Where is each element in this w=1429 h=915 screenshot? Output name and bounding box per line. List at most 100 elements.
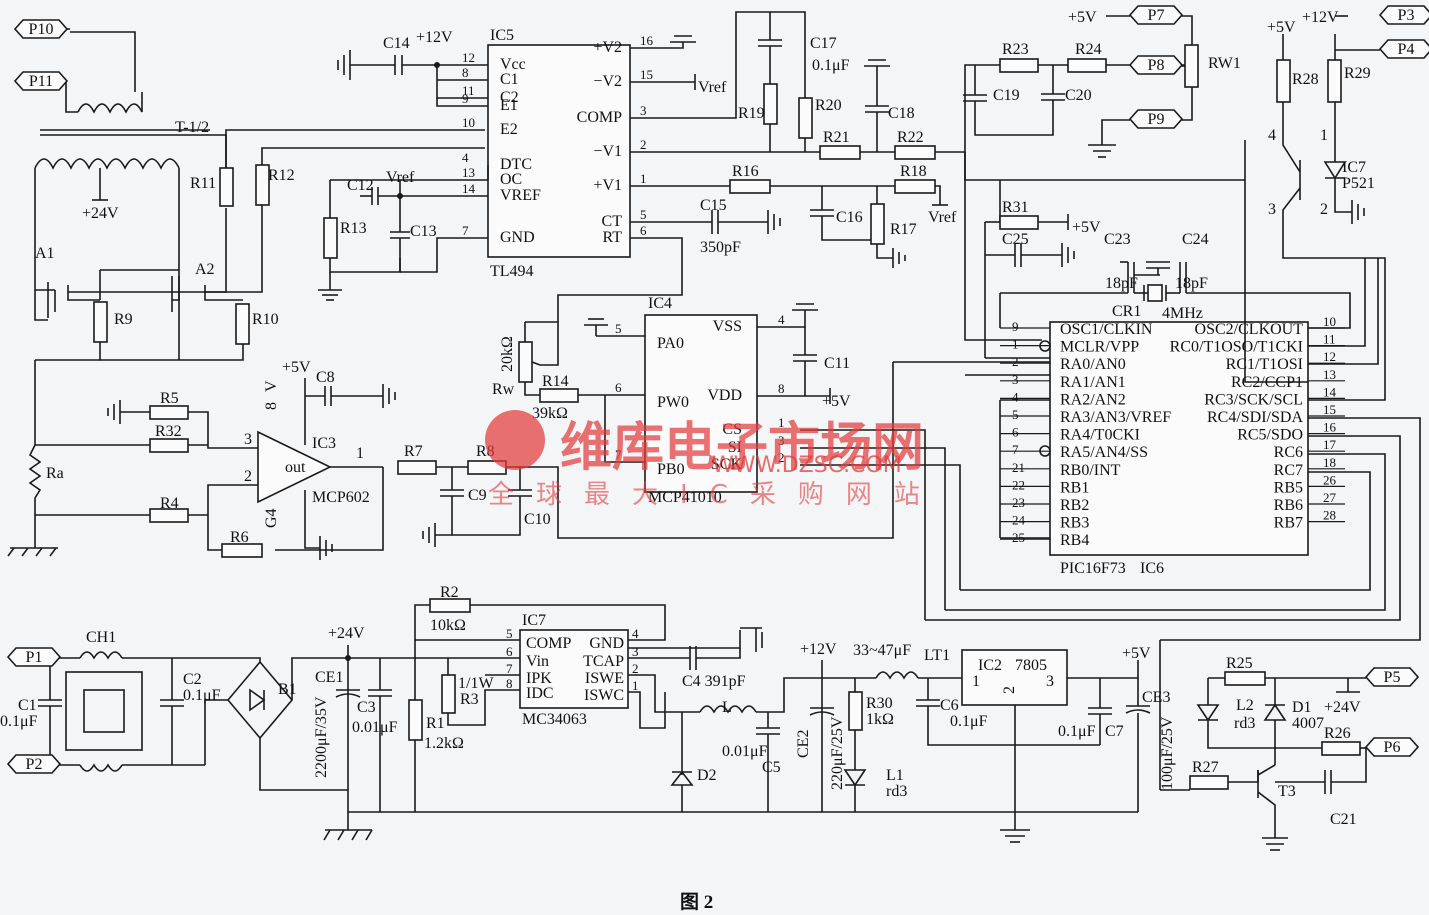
label-d1v: 4007 bbox=[1292, 715, 1324, 732]
label-v5c: +5V bbox=[1072, 219, 1101, 236]
label-c3v: 0.01μF bbox=[352, 719, 398, 736]
label-r21: R21 bbox=[823, 129, 850, 146]
tl494-pin-num: 14 bbox=[462, 181, 476, 196]
tl494-pin-name: Vcc bbox=[500, 56, 526, 73]
label-rwt: 20kΩ bbox=[499, 336, 516, 372]
label-outl: out bbox=[285, 459, 306, 476]
pic-pin-name: RB3 bbox=[1060, 515, 1089, 532]
label-v24c: +24V bbox=[1324, 699, 1361, 716]
label-r24: R24 bbox=[1075, 41, 1102, 58]
label-r14: R14 bbox=[542, 373, 569, 390]
pic-pin-num: 11 bbox=[1323, 332, 1336, 347]
opto-part: P521 bbox=[1342, 175, 1375, 192]
label-c2: C2 bbox=[183, 671, 202, 688]
pic-pin-num: 4 bbox=[1012, 389, 1019, 404]
pic-pin-num: 26 bbox=[1323, 472, 1337, 487]
pic-pin-name: RA3/AN3/VREF bbox=[1060, 409, 1171, 426]
label-r9: R9 bbox=[114, 311, 133, 328]
label-ic2p2: 2 bbox=[1001, 686, 1018, 694]
label-c17: C17 bbox=[810, 35, 837, 52]
ic6-ref: PIC16F73 bbox=[1060, 560, 1126, 577]
pic-pin-name: RB5 bbox=[1274, 479, 1303, 496]
label-c13: C13 bbox=[410, 223, 437, 240]
ic3-opamp bbox=[7, 378, 559, 560]
label-rw: Rw bbox=[492, 381, 515, 398]
pic-pin-name: MCLR/VPP bbox=[1060, 339, 1139, 356]
pic-pin-num: 16 bbox=[1323, 420, 1337, 435]
mc34063-pin-num: 8 bbox=[506, 676, 513, 691]
label-c19: C19 bbox=[993, 87, 1020, 104]
mcp41010-surround bbox=[518, 303, 831, 463]
label-vref2: Vref bbox=[698, 79, 727, 96]
pic-pin-name: RA0/AN0 bbox=[1060, 356, 1126, 373]
port-p9: P9 bbox=[1128, 109, 1184, 129]
mc34063-pin-name: ISWC bbox=[584, 687, 624, 704]
tl494-pin-num: 12 bbox=[462, 50, 475, 65]
ic3-part: MCP602 bbox=[312, 489, 370, 506]
tl494-pin-name: C1 bbox=[500, 71, 519, 88]
tl494-pin-name: −V2 bbox=[593, 73, 622, 90]
pic-pin-name: RC6 bbox=[1274, 444, 1303, 461]
mc34063-pin-num: 7 bbox=[506, 661, 513, 676]
mcp41010-pin-num: 4 bbox=[778, 312, 785, 327]
port-label: P3 bbox=[1398, 7, 1415, 24]
label-ch1: CH1 bbox=[86, 629, 116, 646]
label-c17v: 0.1μF bbox=[812, 57, 850, 74]
watermark-url: WWW.DZSC.COM bbox=[712, 453, 902, 478]
watermark-name: 维库电子市场网 bbox=[560, 418, 924, 478]
label-r26: R26 bbox=[1324, 725, 1351, 742]
mc34063-pin-num: 6 bbox=[506, 644, 513, 659]
label-opt1: 1 bbox=[1320, 127, 1328, 144]
label-r25: R25 bbox=[1226, 655, 1253, 672]
tl494-pin-name: VREF bbox=[500, 187, 541, 204]
label-r4: R4 bbox=[160, 495, 179, 512]
label-v5d: +5V bbox=[822, 393, 851, 410]
tl494-pin-name: GND bbox=[500, 229, 535, 246]
tl494-pin-num: 10 bbox=[462, 115, 475, 130]
port-p3: P3 bbox=[1378, 5, 1429, 25]
label-c6v: 0.1μF bbox=[950, 713, 988, 730]
mcp41010-pin-name: PB0 bbox=[657, 461, 685, 478]
tl494-pin-name: CT bbox=[602, 213, 623, 230]
tl494-pin-name: C2 bbox=[500, 89, 519, 106]
port-p11: P11 bbox=[13, 71, 69, 91]
port-p10: P10 bbox=[13, 19, 69, 39]
pic-pin-num: 3 bbox=[1012, 372, 1019, 387]
tl494-pin-num: 11 bbox=[462, 83, 475, 98]
tl494-pin-num: 7 bbox=[462, 223, 469, 238]
mcp41010-pin-num: 5 bbox=[615, 321, 622, 336]
label-l1v: rd3 bbox=[886, 783, 907, 800]
port-p1: P1 bbox=[6, 647, 62, 667]
pic-pin-num: 27 bbox=[1323, 490, 1337, 505]
label-g4: G4 bbox=[263, 508, 280, 528]
label-lt1v: 33~47μF bbox=[853, 642, 911, 659]
label-d1: D1 bbox=[1292, 699, 1312, 716]
label-c8: C8 bbox=[316, 369, 335, 386]
watermark: 维库电子市场网 WWW.DZSC.COM 全球最大IC采购网站 bbox=[485, 410, 924, 510]
ic6-part: IC6 bbox=[1140, 560, 1164, 577]
label-r2v: 10kΩ bbox=[430, 617, 466, 634]
pic-pin-name: OSC1/CLKIN bbox=[1060, 321, 1153, 338]
label-r29: R29 bbox=[1344, 65, 1371, 82]
label-b1: B1 bbox=[278, 681, 297, 698]
mc34063-pin-name: IPK bbox=[526, 670, 552, 687]
pic-pin-num: 14 bbox=[1323, 384, 1337, 399]
mcp41010-pin-num: 3 bbox=[778, 433, 785, 448]
label-v8n: 8 bbox=[263, 402, 280, 410]
label-v5e: +5V bbox=[282, 359, 311, 376]
label-r7: R7 bbox=[404, 443, 423, 460]
tl494-pin-name: OC bbox=[500, 171, 522, 188]
label-c10: C10 bbox=[524, 511, 551, 528]
label-c5v: 0.01μF bbox=[722, 743, 768, 760]
ic4-ref: IC4 bbox=[648, 295, 672, 312]
port-label: P6 bbox=[1384, 739, 1401, 756]
tl494-surround bbox=[318, 11, 965, 323]
mcp41010-pin-num: 6 bbox=[615, 380, 622, 395]
mcp41010-pin-name: PW0 bbox=[657, 394, 689, 411]
label-r23: R23 bbox=[1002, 41, 1029, 58]
pic-pin-num: 23 bbox=[1012, 495, 1025, 510]
mc34063-pin-num: 4 bbox=[632, 626, 639, 641]
label-d2: D2 bbox=[697, 767, 717, 784]
label-opt3: 3 bbox=[1268, 201, 1276, 218]
mc34063-pin-num: 3 bbox=[632, 644, 639, 659]
